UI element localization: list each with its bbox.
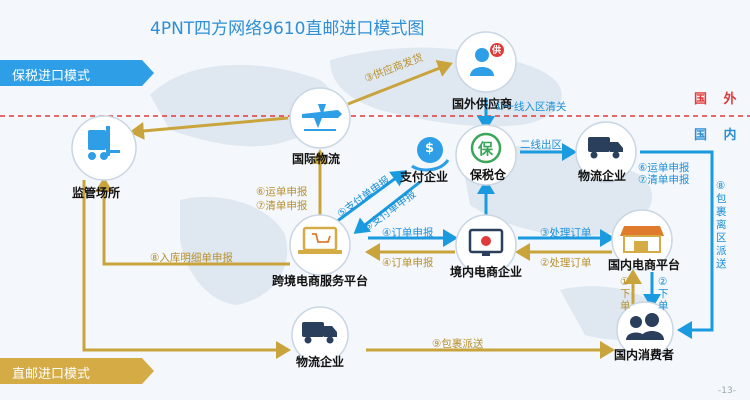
- delivery-truck-icon: [302, 322, 337, 344]
- edge-parcel-dispatch-right: [640, 150, 714, 339]
- edge-supplier-ship: [347, 60, 453, 106]
- cbec-platform-node: [289, 214, 351, 276]
- supervision-node: [71, 115, 137, 181]
- edge-label-process-blue: ③处理订单: [540, 227, 592, 239]
- edge-label-first-line: ①一线入区清关: [494, 101, 567, 113]
- edge-payment-declare-b: [353, 180, 421, 234]
- edge-label-place-order-b: ②下单: [658, 276, 669, 312]
- bonded-warehouse-node: [455, 124, 517, 186]
- label-domestic-ecom: 境内电商企业: [450, 265, 523, 279]
- logistics-bottom-node: [291, 306, 349, 364]
- truck-icon: [588, 137, 623, 159]
- edge-label-place-order-a: ①下单: [620, 276, 631, 312]
- edge-intl-to-supervision: [129, 116, 289, 140]
- edge-label-parcel-dispatch: ⑨包裹派送: [432, 338, 484, 350]
- edge-label-inbound-detail: ⑧入库明细单申报: [150, 252, 233, 264]
- label-foreign-supplier: 国外供应商: [452, 97, 513, 111]
- bonded-seal-icon: [470, 132, 502, 164]
- supplier-person-icon: [470, 43, 504, 76]
- direct-mode-label: 直邮进口模式: [12, 367, 91, 382]
- edge-payment-declare-a: [335, 170, 407, 224]
- edge-label-waybill-left: ⑥运单申报: [256, 186, 308, 198]
- label-cbec-platform: 跨境电商服务平台: [272, 274, 369, 288]
- label-logistics-top: 物流企业: [578, 169, 627, 183]
- region-domestic: 国 内: [694, 128, 743, 143]
- edge-inbound-detail: [95, 177, 290, 266]
- direct-mode-banner: [0, 358, 154, 384]
- page-number: -13-: [718, 386, 736, 396]
- logistics-top-node: [575, 121, 637, 183]
- payment-dollar-glyph: $: [425, 141, 435, 156]
- page-title: 4PNT四方网络9610直邮进口模式图: [150, 19, 425, 39]
- laptop-cart-icon: [298, 226, 342, 254]
- bonded-glyph: 保: [478, 140, 494, 158]
- region-foreign: 国 外: [694, 92, 743, 107]
- bonded-mode-banner: [0, 60, 154, 86]
- edge-label-waybill-right: ⑥运单申报: [638, 162, 690, 174]
- supplier-badge-text: 供: [492, 46, 502, 56]
- edge-label-parcel-right: ⑧包裹离区派送: [716, 180, 727, 270]
- label-bonded-warehouse: 保税仓: [470, 168, 507, 182]
- consumer-node: [616, 301, 674, 359]
- foreign-supplier-node: [455, 31, 517, 93]
- intl-logistics-node: [289, 87, 351, 149]
- bonded-mode-label: 保税进口模式: [12, 69, 91, 84]
- payment-node: [411, 137, 450, 172]
- edge-label-manifest-right: ⑦清单申报: [638, 174, 690, 186]
- edge-label-process-gold: ②处理订单: [540, 257, 592, 269]
- edge-label-manifest-left: ⑦清单申报: [256, 200, 308, 212]
- domestic-ecom-node: [455, 214, 517, 276]
- storefront-icon: [620, 226, 664, 253]
- edge-label-order-gold: ④订单申报: [382, 257, 434, 269]
- monitor-icon: [468, 228, 504, 256]
- airplane-icon: [302, 104, 342, 131]
- label-consumer: 国内消费者: [614, 348, 675, 362]
- domestic-platform-node: [611, 209, 673, 271]
- label-domestic-platform: 国内电商平台: [608, 258, 681, 272]
- edge-supervision-to-logistics: [82, 180, 291, 359]
- consumer-people-icon: [626, 313, 664, 340]
- payment-hand-icon: [411, 137, 450, 172]
- label-payment: 支付企业: [400, 170, 449, 184]
- label-supervision: 监管场所: [72, 186, 121, 200]
- label-logistics-bottom: 物流企业: [296, 355, 345, 369]
- edge-label-order-blue: ④订单申报: [382, 227, 434, 239]
- label-intl-logistics: 国际物流: [292, 152, 341, 166]
- edge-label-second-line: 二线出区: [520, 139, 562, 151]
- forklift-icon: [88, 126, 120, 160]
